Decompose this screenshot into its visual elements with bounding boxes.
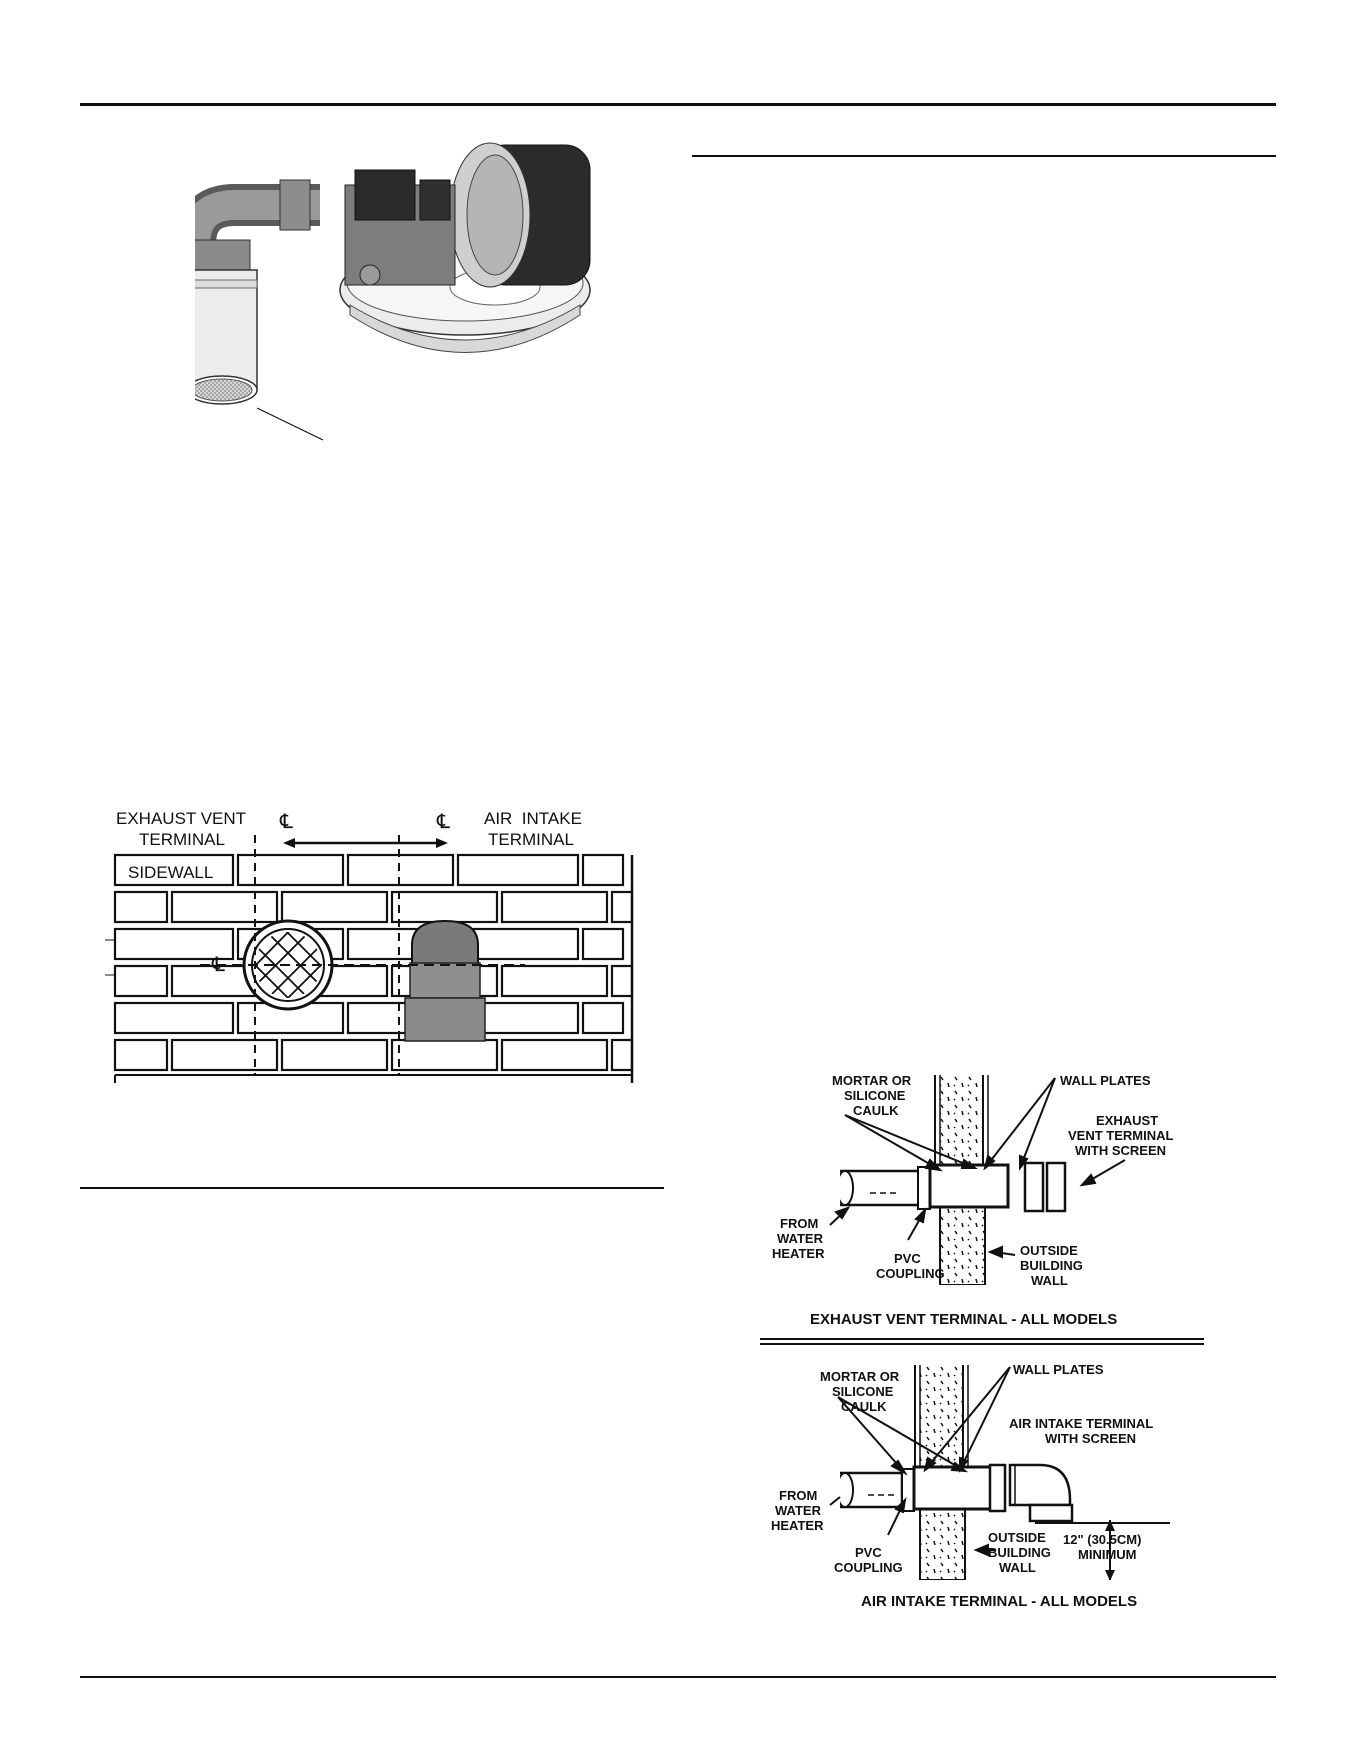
centerline-symbol-horizontal: ℄ [212,954,225,976]
exhaust-mortar-label-1: MORTAR OR [832,1073,912,1088]
intake-from-label-2: WATER [775,1503,821,1518]
intake-minimum-label-1: 12" (30.5CM) [1063,1532,1142,1547]
intake-terminal-label-1: AIR INTAKE TERMINAL [1009,1416,1154,1431]
intake-terminal-label-line1: AIR INTAKE [484,809,582,828]
exhaust-mortar-label-2: SILICONE [844,1088,906,1103]
left-column-rule [80,1187,664,1189]
intake-mortar-label-1: MORTAR OR [820,1369,900,1384]
exhaust-outside-label-2: BUILDING [1020,1258,1083,1273]
intake-coupling-label-1: PVC [855,1545,882,1560]
intake-wall-plates-label: WALL PLATES [1013,1362,1104,1377]
exhaust-coupling-label-2: COUPLING [876,1266,945,1281]
exhaust-terminal-label-2: VENT TERMINAL [1068,1128,1174,1143]
centerline-symbol-right: ℄ [437,811,450,833]
header-rule [80,103,1276,106]
exhaust-from-label-2: WATER [777,1231,823,1246]
exhaust-detail-leaders [829,1077,1126,1259]
exhaust-detail-caption: EXHAUST VENT TERMINAL - ALL MODELS [810,1311,1118,1328]
intake-terminal-label-line2: TERMINAL [488,830,574,849]
exhaust-terminal-label-3: WITH SCREEN [1075,1143,1166,1158]
intake-from-label-1: FROM [779,1488,818,1503]
intake-terminal-detail [840,1365,1170,1580]
right-column-rule [692,155,1276,157]
intake-minimum-label-2: MINIMUM [1078,1547,1137,1562]
detail-divider-bottom [760,1343,1204,1345]
intake-outside-label-2: BUILDING [988,1545,1051,1560]
intake-mortar-label-3: CAULK [841,1399,887,1414]
sidewall-label: SIDEWALL [128,863,214,882]
exhaust-outside-label-1: OUTSIDE [1020,1243,1078,1258]
exhaust-from-label-1: FROM [780,1216,819,1231]
intake-from-label-3: HEATER [771,1518,824,1533]
exhaust-mortar-label-3: CAULK [853,1103,899,1118]
exhaust-from-label-3: HEATER [772,1246,825,1261]
intake-coupling-label-2: COUPLING [834,1560,903,1575]
exhaust-terminal-label-line2: TERMINAL [139,830,225,849]
intake-outside-label-3: WALL [999,1560,1036,1575]
exhaust-terminal-label-1: EXHAUST [1096,1113,1159,1128]
exhaust-terminal-detail [840,1075,1067,1285]
exhaust-coupling-label-1: PVC [894,1251,921,1266]
exhaust-terminal-label-line1: EXHAUST VENT [116,809,247,828]
intake-outside-label-1: OUTSIDE [988,1530,1046,1545]
exhaust-wall-plates-label: WALL PLATES [1060,1073,1151,1088]
intake-detail-caption: AIR INTAKE TERMINAL - ALL MODELS [861,1593,1138,1610]
detail-divider-top [760,1338,1204,1340]
exhaust-outside-label-3: WALL [1031,1273,1068,1288]
centerline-symbol-left: ℄ [280,811,293,833]
footer-rule [80,1676,1276,1678]
intake-mortar-label-2: SILICONE [832,1384,894,1399]
intake-detail-leaders [829,1366,1011,1557]
sidewall-brick-diagram [105,835,634,1083]
intake-terminal-label-2: WITH SCREEN [1045,1431,1136,1446]
blower-assembly-illustration [195,142,591,441]
